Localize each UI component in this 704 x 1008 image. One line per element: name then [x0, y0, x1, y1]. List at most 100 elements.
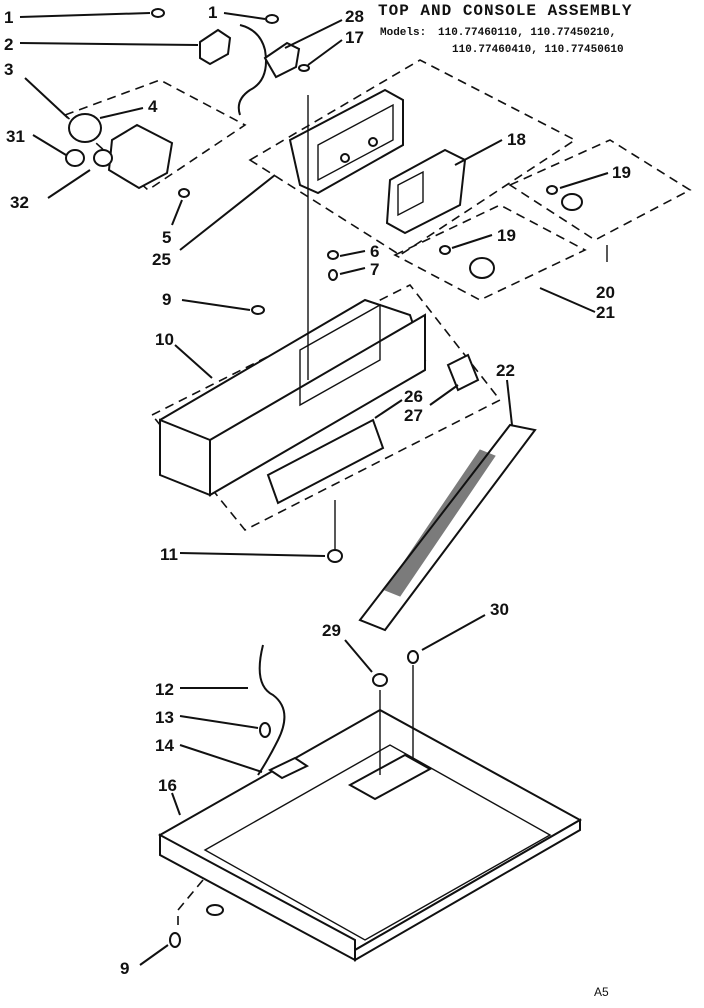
- callout-20: 20: [596, 283, 615, 302]
- leader-28: [284, 19, 343, 49]
- leader-25: [179, 174, 276, 251]
- timer-cover-4: [68, 113, 102, 143]
- lint-opening: [347, 753, 433, 801]
- control-panel-18: [385, 148, 467, 235]
- callout-17: 17: [345, 28, 364, 47]
- callout-9a: 9: [162, 290, 171, 309]
- leader-9b: [139, 944, 169, 966]
- callout-25: 25: [152, 250, 171, 269]
- leader-26: [374, 399, 403, 419]
- leader-19a: [559, 172, 609, 189]
- leader-lines: [19, 12, 609, 966]
- callout-12: 12: [155, 680, 174, 699]
- leader-3: [24, 77, 69, 119]
- leader-10: [174, 344, 213, 379]
- hole-14: [267, 756, 310, 780]
- callout-labels: 1 1 2 3 4 31 32 5 25 28 17 18 19 19 20 2…: [4, 3, 631, 978]
- panel-hole-b: [368, 137, 378, 147]
- callout-1b: 1: [208, 3, 217, 22]
- clip-13: [259, 722, 271, 738]
- diagram-title: TOP AND CONSOLE ASSEMBLY: [378, 2, 633, 20]
- callout-13: 13: [155, 708, 174, 727]
- leader-5: [171, 199, 183, 226]
- callout-32: 32: [10, 193, 29, 212]
- leader-22: [506, 379, 513, 426]
- leader-11: [179, 552, 326, 557]
- screw-7: [328, 269, 338, 281]
- foot-9b: [206, 904, 224, 916]
- screw-1a: [151, 8, 165, 18]
- callout-10: 10: [155, 330, 174, 349]
- models-label: Models:: [380, 27, 427, 39]
- knob-group-outline: [508, 139, 692, 241]
- lens-27: [446, 353, 480, 392]
- leader-9a: [181, 299, 251, 311]
- control-panel: [288, 88, 608, 279]
- callout-28: 28: [345, 7, 364, 26]
- leader-4: [99, 107, 144, 119]
- wire-12: [257, 644, 286, 776]
- leader-1b: [223, 12, 266, 20]
- callout-2: 2: [4, 35, 13, 54]
- callout-9b: 9: [120, 959, 129, 978]
- callout-18: 18: [507, 130, 526, 149]
- callout-7: 7: [370, 260, 379, 279]
- callout-30: 30: [490, 600, 509, 619]
- callout-4: 4: [148, 97, 158, 116]
- leader-21: [539, 287, 596, 313]
- lint-screen: [358, 423, 537, 632]
- callout-16: 16: [158, 776, 177, 795]
- screw-17: [298, 64, 310, 72]
- timer-group: [65, 113, 190, 198]
- leader-31: [32, 134, 67, 156]
- top-panel-front: [354, 818, 581, 962]
- models-line-1: 110.77460110, 110.77450210,: [438, 27, 617, 39]
- panel-window: [317, 103, 394, 182]
- knob-31: [65, 149, 85, 167]
- console-opening: [299, 303, 381, 407]
- leader-1a: [19, 12, 151, 18]
- screw-6: [327, 250, 339, 260]
- callout-21: 21: [596, 303, 615, 322]
- screw-5: [178, 188, 190, 198]
- knob-19a-washer: [546, 185, 558, 195]
- leader-7: [339, 267, 366, 275]
- wire-lead: [237, 24, 267, 116]
- knob-group-outline-2: [393, 204, 587, 301]
- top-hardware: [151, 8, 310, 116]
- leader-29: [344, 639, 373, 673]
- knob-19b: [469, 257, 495, 279]
- callout-3: 3: [4, 60, 13, 79]
- console: [159, 95, 480, 563]
- leader-2: [19, 42, 199, 46]
- callout-22: 22: [496, 361, 515, 380]
- grommet-11: [327, 549, 343, 563]
- screw-path-9b: [177, 879, 204, 930]
- corner-mark: A5: [594, 985, 609, 999]
- callout-6: 6: [370, 242, 379, 261]
- leader-30: [421, 614, 486, 651]
- panel-hole-a: [340, 153, 350, 163]
- leader-17: [307, 39, 343, 66]
- screw-9a: [251, 305, 265, 315]
- top-panel: [158, 708, 583, 952]
- spring-32: [93, 149, 113, 167]
- callout-31: 31: [6, 127, 25, 146]
- leader-14: [179, 744, 263, 773]
- leader-18: [454, 139, 503, 166]
- leader-19b: [451, 234, 493, 249]
- panel-selector: [397, 170, 424, 217]
- leader-13: [179, 715, 259, 729]
- screw-30: [407, 650, 419, 664]
- callout-1a: 1: [4, 8, 13, 27]
- callout-19b: 19: [497, 226, 516, 245]
- leader-16: [171, 792, 181, 816]
- callout-11: 11: [160, 545, 178, 564]
- leader-27: [429, 384, 459, 406]
- timer-motor: [107, 123, 174, 190]
- callout-5: 5: [162, 228, 171, 247]
- knob-19a: [561, 193, 583, 211]
- callout-14: 14: [155, 736, 174, 755]
- console-front: [209, 313, 426, 497]
